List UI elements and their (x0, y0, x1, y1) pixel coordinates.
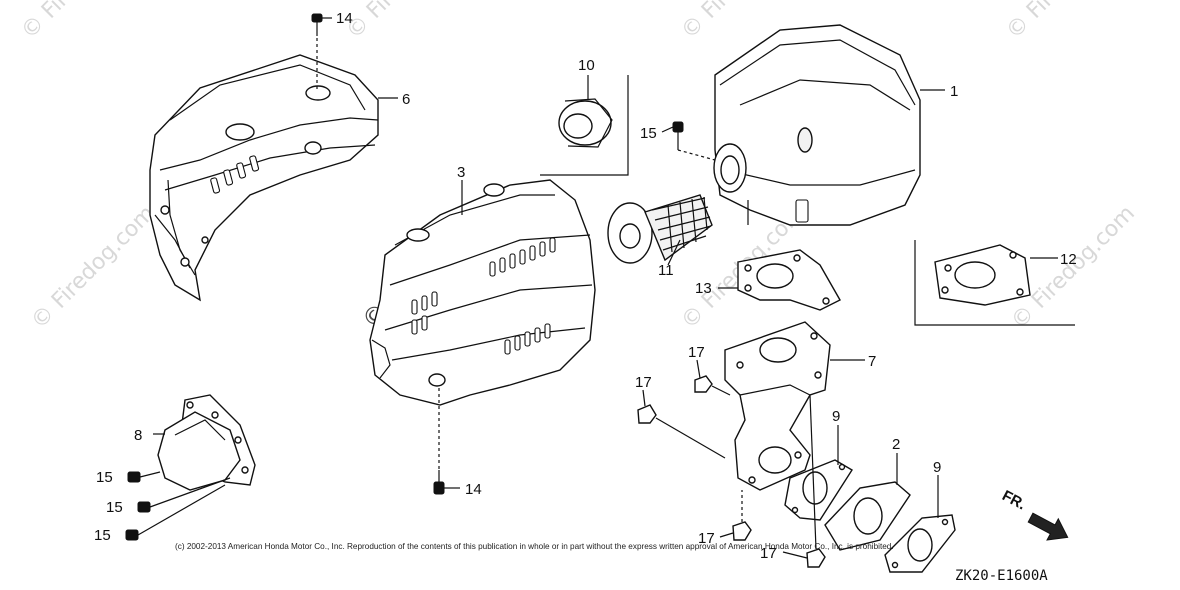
screw-15-a (127, 471, 161, 483)
bolt-14-lower (433, 388, 445, 495)
watermark: © Firedog.com (17, 0, 150, 44)
callout-labels: 14 6 3 10 1 15 11 13 12 7 17 17 8 9 2 9 … (94, 10, 1077, 562)
part-12-gasket (934, 244, 1031, 306)
callout-8: 8 (134, 427, 142, 444)
part-10-grommet (558, 98, 613, 148)
bracket-12 (914, 240, 1075, 326)
bolt-15-muffler (672, 121, 716, 161)
part-8-deflector (157, 394, 256, 491)
callout-6: 6 (402, 91, 410, 108)
part-7-exhaust-manifold (724, 321, 831, 491)
callout-2: 2 (892, 436, 900, 453)
front-direction-indicator: FR. (999, 487, 1069, 541)
leader-lines (153, 17, 1058, 559)
part-3-muffler-protector (369, 179, 596, 406)
callout-9-a: 9 (832, 408, 840, 425)
callout-7: 7 (868, 353, 876, 370)
callout-17-a: 17 (688, 344, 705, 361)
bolt-14-top (311, 13, 323, 92)
callout-15-a: 15 (96, 469, 113, 486)
callout-14-lower: 14 (465, 481, 482, 498)
part-1-muffler (713, 24, 921, 226)
nut-17-d (806, 394, 826, 568)
callout-11: 11 (658, 262, 674, 279)
callout-15-c: 15 (94, 527, 111, 544)
callout-9-b: 9 (933, 459, 941, 476)
callout-13: 13 (695, 280, 712, 297)
part-2-spacer (824, 481, 911, 551)
part-11-spark-arrester (607, 194, 713, 264)
callout-17-c: 17 (698, 530, 715, 547)
nut-17-c (732, 490, 752, 541)
diagram-code: ZK20-E1600A (955, 568, 1048, 584)
bracket-10 (540, 75, 629, 176)
watermark: © Firedog.com (27, 201, 160, 334)
callout-1: 1 (950, 83, 958, 100)
callout-17-d: 17 (760, 545, 777, 562)
callout-15-muffler: 15 (640, 125, 657, 142)
callout-12: 12 (1060, 251, 1077, 268)
vent-slots (411, 237, 556, 355)
direction-label: FR. (999, 487, 1028, 513)
watermark: © Firedog.com (342, 0, 475, 44)
nut-17-b (637, 404, 726, 459)
arrow-right-icon (1027, 512, 1069, 541)
screw-15-c (125, 484, 226, 541)
nut-17-a (694, 375, 731, 396)
watermark: © Firedog.com (1002, 0, 1135, 44)
callout-10: 10 (578, 57, 595, 74)
part-13-gasket (737, 249, 841, 311)
part-9-gasket-a (784, 459, 853, 521)
copyright-notice: (c) 2002-2013 American Honda Motor Co., … (175, 542, 894, 551)
callout-15-b: 15 (106, 499, 123, 516)
part-6-shroud (149, 54, 379, 302)
screw-15-b (137, 477, 231, 513)
part-9-gasket-b (884, 514, 956, 573)
callout-14-top: 14 (336, 10, 353, 27)
callout-3: 3 (457, 164, 465, 181)
callout-17-b: 17 (635, 374, 652, 391)
